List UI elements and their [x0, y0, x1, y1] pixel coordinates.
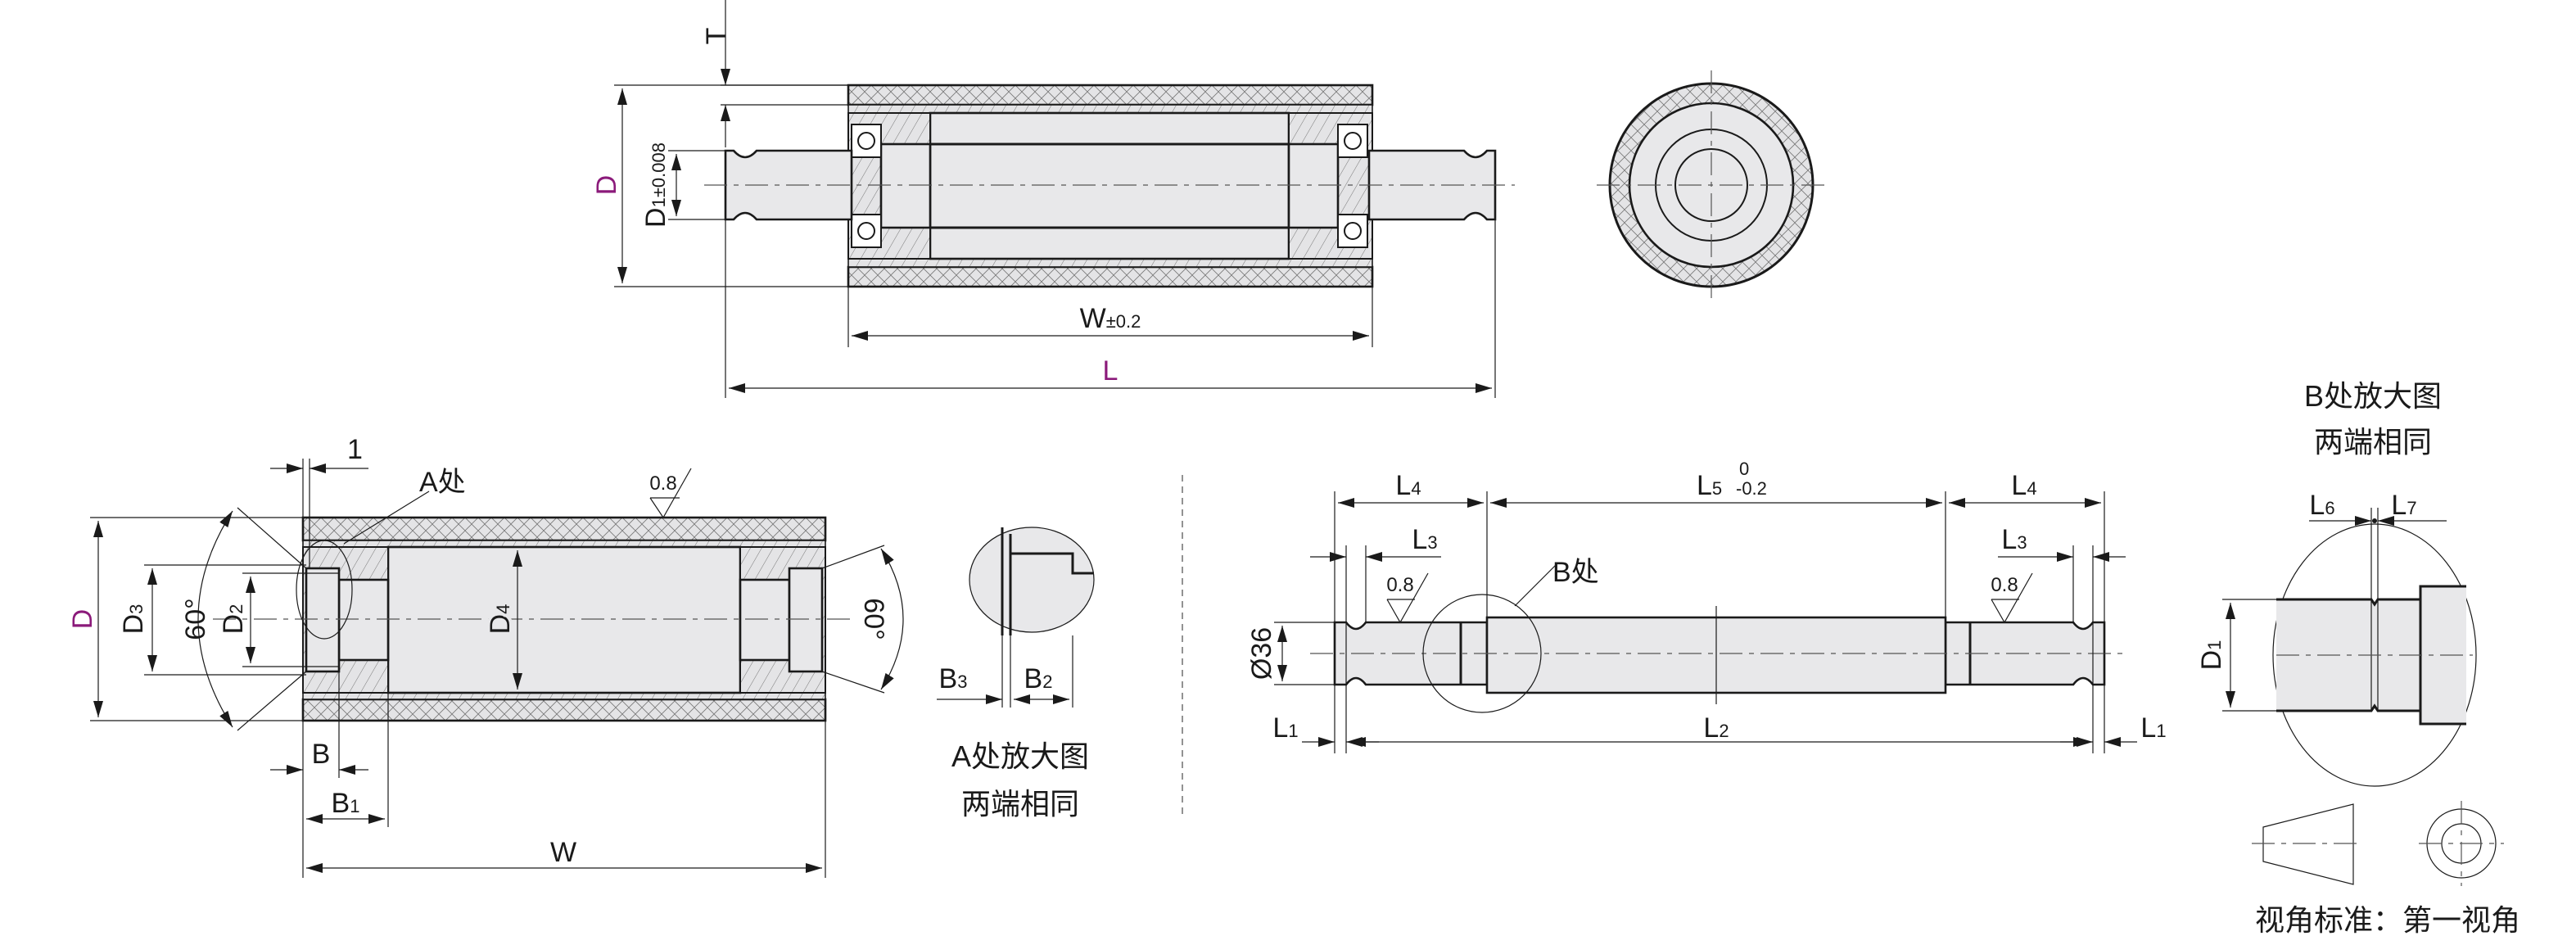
label-angle-right: 60°	[858, 598, 889, 640]
assembly-section-view: T D D1±0.008	[591, 0, 1515, 398]
label-L: L	[1103, 355, 1119, 387]
label-L4-right: L4	[2011, 470, 2036, 501]
detail-b: B处放大图 两端相同 L6 L7 D1	[2196, 379, 2477, 787]
label-W: W±0.2	[1080, 303, 1141, 334]
roughness-value-left: 0.8	[1386, 574, 1413, 596]
label-L2: L2	[1703, 712, 1729, 744]
roller-cover-bottom	[847, 265, 1374, 288]
label-B1: B1	[332, 788, 360, 819]
detail-a-caption: A处放大图	[951, 739, 1089, 773]
label-D: D	[591, 175, 622, 196]
roughness-value-right: 0.8	[1991, 574, 2018, 596]
detail-a-circle	[296, 540, 353, 640]
tube-wall-top	[847, 104, 1373, 114]
label-B2: B2	[1024, 663, 1053, 694]
label-D1-detail: D1	[2196, 640, 2227, 671]
shaft-view: B处 L4 L5 -0.2 0 L4 L3 L3 0.8 0.8 Ø36 L1 …	[1246, 459, 2167, 753]
label-D1: D1±0.008	[640, 142, 671, 228]
roughness-symbol	[649, 468, 692, 519]
tube-wall-bottom	[847, 258, 1373, 268]
label-T: T	[701, 28, 732, 45]
plug-bore-left	[879, 142, 932, 229]
detail-b-circle	[1422, 594, 1542, 713]
sleeve-bore	[386, 545, 742, 694]
label-L3-left: L3	[1412, 524, 1437, 555]
label-D3: D3	[118, 604, 149, 635]
angle-arc-right	[880, 548, 904, 690]
detail-a-caption-2: 两端相同	[961, 787, 1079, 821]
end-view	[1597, 70, 1826, 300]
detail-a: B3 B2 A处放大图 两端相同	[937, 527, 1095, 821]
label-B: B	[312, 739, 331, 770]
label-1: 1	[347, 434, 363, 465]
label-angle-left: 60°	[180, 598, 211, 640]
label-L1-right: L1	[2140, 712, 2166, 744]
callout-B: B处	[1552, 557, 1599, 588]
label-L1-left: L1	[1272, 712, 1298, 744]
label-L7: L7	[2391, 490, 2416, 521]
sleeve-section-view: A处 1 0.8 D D3 D2 D4 60° 60° B B1 W	[67, 434, 904, 878]
projection-label: 视角标准：第一视角	[2255, 903, 2520, 937]
callout-A: A处	[419, 467, 466, 498]
detail-b-caption-2: 两端相同	[2314, 425, 2432, 459]
label-L5: L5	[1697, 470, 1722, 501]
plug-bore-right	[1287, 142, 1340, 229]
label-D4: D4	[485, 604, 516, 635]
label-L4-left: L4	[1395, 470, 1421, 501]
label-D: D	[67, 609, 98, 630]
roller-bore	[929, 111, 1290, 260]
label-L3-right: L3	[2001, 524, 2027, 555]
first-angle-projection-icon: 视角标准：第一视角	[2252, 801, 2520, 937]
label-L6: L6	[2309, 490, 2334, 521]
L5-tolerance-upper: 0	[1739, 459, 1749, 479]
L5-tolerance-lower: -0.2	[1736, 478, 1767, 499]
label-diameter: Ø36	[1246, 627, 1277, 680]
roller-cover-top	[847, 84, 1374, 106]
label-D2: D2	[218, 604, 249, 635]
roughness-value: 0.8	[649, 472, 676, 495]
angle-arc-left	[197, 510, 233, 728]
label-B3: B3	[939, 663, 968, 694]
bearing-icon	[851, 124, 1368, 248]
label-W: W	[550, 837, 576, 868]
detail-b-caption: B处放大图	[2304, 379, 2442, 413]
